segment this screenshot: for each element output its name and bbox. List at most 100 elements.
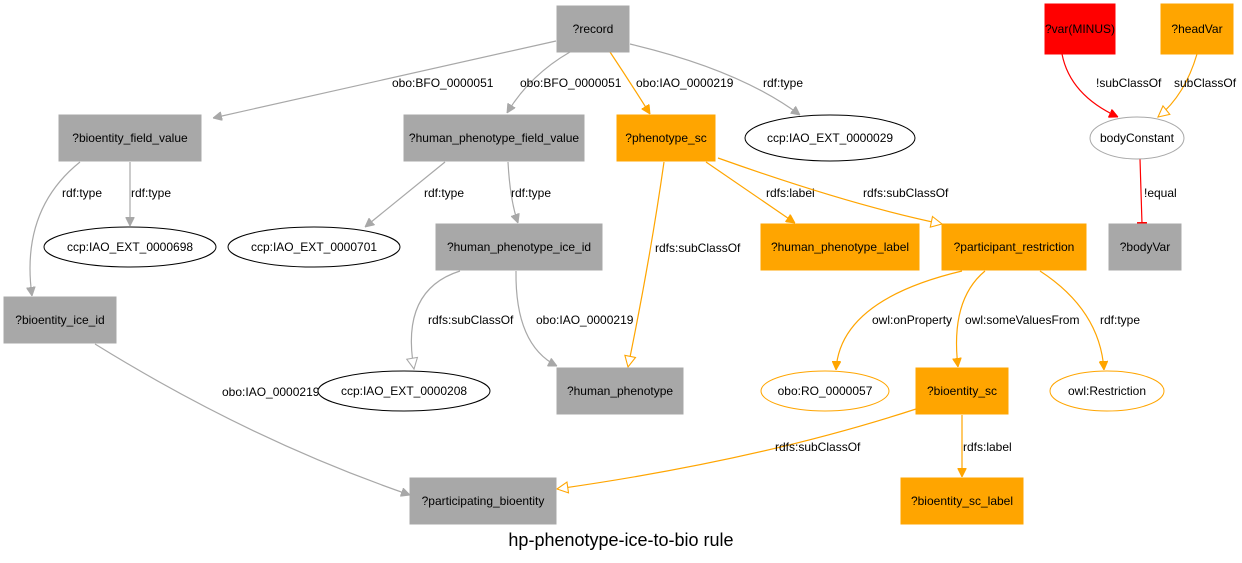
edge-label-record-human-phenotype-field-value: obo:BFO_0000051 (520, 76, 622, 90)
node-shape-ro57 (760, 370, 890, 412)
node-headvar: ?headVar (1160, 3, 1234, 55)
node-iao701: ccp:IAO_EXT_0000701 (227, 226, 401, 268)
node-shape-participating-bioentity (409, 477, 557, 525)
edge-label-headvar-bodyconstant: subClassOf (1174, 76, 1237, 90)
node-bioentity-sc-label: ?bioentity_sc_label (900, 477, 1024, 525)
edge-label-phenotype-sc-participant-restriction: rdfs:subClassOf (863, 186, 949, 200)
node-label-iao701: ccp:IAO_EXT_0000701 (251, 240, 377, 254)
edge-participant-restriction-to-bioentity-sc (957, 270, 986, 367)
node-bioentity-sc: ?bioentity_sc (915, 367, 1009, 415)
node-label-var-minus: ?var(MINUS) (1045, 22, 1115, 36)
edge-label-phenotype-sc-human-phenotype-label: rdfs:label (766, 186, 815, 200)
edge-phenotype-sc-to-human-phenotype (628, 161, 665, 367)
edge-bodyconstant-to-bodyvar (1136, 158, 1148, 226)
node-shape-bioentity-sc (915, 367, 1009, 415)
edge-label-human-phenotype-field-value-human-phenotype-ice-id: rdf:type (511, 186, 551, 200)
node-label-iao208: ccp:IAO_EXT_0000208 (341, 384, 467, 398)
node-record: ?record (556, 5, 630, 53)
edge-human-phenotype-field-value-to-iao701 (365, 161, 446, 227)
node-label-phenotype-sc: ?phenotype_sc (625, 131, 706, 145)
node-iao698: ccp:IAO_EXT_0000698 (43, 226, 217, 268)
edge-label-human-phenotype-ice-id-iao208: rdfs:subClassOf (428, 313, 514, 327)
edge-label-bioentity-sc-participating-bioentity: rdfs:subClassOf (775, 440, 861, 454)
node-shape-bodyvar (1108, 223, 1182, 271)
node-label-bioentity-sc: ?bioentity_sc (927, 384, 997, 398)
edge-label-phenotype-sc-human-phenotype: rdfs:subClassOf (655, 241, 741, 255)
node-label-participating-bioentity: ?participating_bioentity (422, 494, 545, 508)
node-shape-phenotype-sc (616, 114, 716, 162)
edge-record-to-iao29 (629, 43, 800, 115)
node-label-bioentity-ice-id: ?bioentity_ice_id (15, 313, 104, 327)
edge-label-var-minus-bodyconstant: !subClassOf (1096, 76, 1162, 90)
edge-label-bioentity-ice-id-participating-bioentity: obo:IAO_0000219 (222, 385, 320, 399)
node-shape-bioentity-ice-id (3, 296, 117, 344)
node-shape-iao208 (317, 370, 491, 412)
edge-participant-restriction-to-owl-restriction (1039, 270, 1104, 370)
node-human-phenotype-label: ?human_phenotype_label (760, 223, 920, 271)
edge-bioentity-ice-id-to-participating-bioentity (94, 343, 410, 495)
node-label-bodyvar: ?bodyVar (1120, 240, 1170, 254)
node-shape-iao698 (43, 226, 217, 268)
node-label-record: ?record (573, 22, 614, 36)
node-var-minus: ?var(MINUS) (1044, 3, 1116, 55)
node-shape-headvar (1160, 3, 1234, 55)
edges-layer: obo:BFO_0000051 obo:BFO_0000051 obo:IAO_00… (30, 40, 1237, 495)
node-phenotype-sc: ?phenotype_sc (616, 114, 716, 162)
node-shape-participant-restriction (941, 223, 1087, 271)
node-shape-var-minus (1044, 3, 1116, 55)
node-participating-bioentity: ?participating_bioentity (409, 477, 557, 525)
node-iao208: ccp:IAO_EXT_0000208 (317, 370, 491, 412)
node-shape-human-phenotype (556, 367, 684, 415)
edge-phenotype-sc-to-human-phenotype-label (705, 161, 795, 223)
node-human-phenotype-ice-id: ?human_phenotype_ice_id (435, 223, 603, 271)
edge-label-bodyconstant-bodyvar: !equal (1144, 186, 1177, 200)
edge-label-human-phenotype-ice-id-human-phenotype: obo:IAO_0000219 (536, 313, 634, 327)
edge-var-minus-to-bodyconstant (1061, 53, 1118, 117)
edge-label-participant-restriction-bioentity-sc: owl:someValuesFrom (965, 313, 1079, 327)
node-label-iao698: ccp:IAO_EXT_0000698 (67, 240, 193, 254)
node-shape-bioentity-sc-label (900, 477, 1024, 525)
edge-label-record-phenotype-sc: obo:IAO_0000219 (636, 76, 734, 90)
node-label-participant-restriction: ?participant_restriction (954, 240, 1075, 254)
edge-label-bioentity-field-value-iao698: rdf:type (131, 186, 171, 200)
edge-label-record-bioentity-field-value: obo:BFO_0000051 (392, 76, 494, 90)
node-label-headvar: ?headVar (1171, 22, 1222, 36)
node-label-bodyconstant: bodyConstant (1100, 131, 1175, 145)
node-human-phenotype-field-value: ?human_phenotype_field_value (403, 114, 585, 162)
edge-label-record-iao29: rdf:type (763, 76, 803, 90)
edge-bioentity-field-value-to-bioentity-ice-id (30, 161, 81, 296)
node-label-bioentity-field-value: ?bioentity_field_value (72, 131, 188, 145)
node-label-human-phenotype-label: ?human_phenotype_label (771, 240, 909, 254)
node-shape-bioentity-field-value (58, 114, 202, 162)
node-label-bioentity-sc-label: ?bioentity_sc_label (911, 494, 1013, 508)
node-shape-iao701 (227, 226, 401, 268)
edge-record-to-human-phenotype-field-value (507, 51, 571, 113)
node-label-human-phenotype: ?human_phenotype (567, 384, 673, 398)
edge-label-bioentity-sc-bioentity-sc-label: rdfs:label (963, 440, 1012, 454)
edge-participant-restriction-to-ro57 (836, 270, 963, 370)
node-shape-bodyconstant (1089, 116, 1185, 160)
node-owl-restriction: owl:Restriction (1049, 370, 1165, 412)
edge-phenotype-sc-to-participant-restriction (717, 157, 942, 224)
edge-label-participant-restriction-owl-restriction: rdf:type (1100, 313, 1140, 327)
node-iao29: ccp:IAO_EXT_0000029 (744, 114, 916, 162)
edge-headvar-to-bodyconstant (1158, 53, 1198, 117)
edge-human-phenotype-field-value-to-human-phenotype-ice-id (507, 161, 518, 223)
node-shape-owl-restriction (1049, 370, 1165, 412)
edge-record-to-phenotype-sc (609, 51, 650, 114)
node-ro57: obo:RO_0000057 (760, 370, 890, 412)
node-label-human-phenotype-ice-id: ?human_phenotype_ice_id (447, 240, 591, 254)
node-shape-human-phenotype-field-value (403, 114, 585, 162)
diagram-caption: hp-phenotype-ice-to-bio rule (508, 530, 733, 550)
node-label-ro57: obo:RO_0000057 (778, 384, 873, 398)
node-label-owl-restriction: owl:Restriction (1068, 384, 1146, 398)
node-shape-human-phenotype-label (760, 223, 920, 271)
node-participant-restriction: ?participant_restriction (941, 223, 1087, 271)
node-label-human-phenotype-field-value: ?human_phenotype_field_value (409, 131, 579, 145)
node-bodyconstant: bodyConstant (1089, 116, 1185, 160)
edge-record-to-bioentity-field-value (213, 40, 557, 118)
node-bodyvar: ?bodyVar (1108, 223, 1182, 271)
edge-human-phenotype-ice-id-to-human-phenotype (515, 270, 557, 367)
node-bioentity-ice-id: ?bioentity_ice_id (3, 296, 117, 344)
